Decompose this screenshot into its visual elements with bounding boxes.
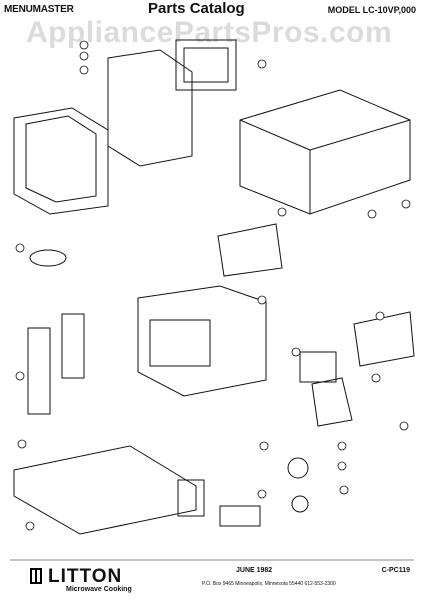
footer-code: C-PC119 (381, 567, 410, 574)
callout-51 (79, 65, 89, 75)
outer-cabinet (239, 89, 411, 215)
litton-logo-icon (30, 568, 42, 584)
footer-logo-sub: Microwave Cooking (66, 586, 132, 593)
capacitor (219, 505, 261, 527)
callout-53 (79, 40, 89, 50)
callout-15 (15, 371, 25, 381)
callout-30 (399, 421, 409, 431)
callout-7 (257, 295, 267, 305)
base-plate (13, 445, 197, 535)
brand-label: MENUMASTER (4, 4, 74, 15)
callout-22 (339, 485, 349, 495)
callout-41 (367, 209, 377, 219)
footer-date: JUNE 1982 (236, 567, 273, 574)
control-panel-frame (61, 313, 85, 379)
oven-cavity (137, 285, 267, 397)
transformer (177, 479, 205, 517)
callout-11 (371, 373, 381, 383)
fan-blade (291, 495, 309, 513)
duct-cover (353, 311, 415, 367)
door-inner-frame (25, 115, 97, 203)
cavity-opening (149, 319, 211, 367)
cabinet-top-edge (309, 119, 411, 151)
model-number: MODEL LC-10VP,000 (327, 5, 416, 15)
door-gasket (175, 39, 237, 91)
stirrer (29, 249, 67, 267)
door-window (183, 47, 229, 83)
callout-44 (25, 521, 35, 531)
callout-43 (17, 439, 27, 449)
page-title: Parts Catalog (148, 0, 245, 17)
callout-42 (401, 199, 411, 209)
callout-32 (257, 59, 267, 69)
magnetron (299, 351, 337, 383)
callout-18 (259, 441, 269, 451)
fan-motor (287, 457, 309, 479)
callout-8 (15, 243, 25, 253)
callout-10 (291, 347, 301, 357)
callout-20 (337, 461, 347, 471)
control-panel (27, 327, 51, 415)
cabinet-fold (239, 119, 311, 151)
waveguide (217, 223, 283, 277)
callout-5 (375, 311, 385, 321)
footer-address: P.O. Box 9465 Minneapolis, Minnesota 554… (202, 581, 336, 587)
callout-52 (79, 51, 89, 61)
callout-16 (257, 489, 267, 499)
callout-3 (277, 207, 287, 217)
door-choke-assembly (107, 49, 193, 167)
door-front-panel (13, 107, 109, 215)
fan-assembly (311, 377, 353, 427)
footer-logo: LITTON (48, 566, 123, 587)
callout-23 (337, 441, 347, 451)
